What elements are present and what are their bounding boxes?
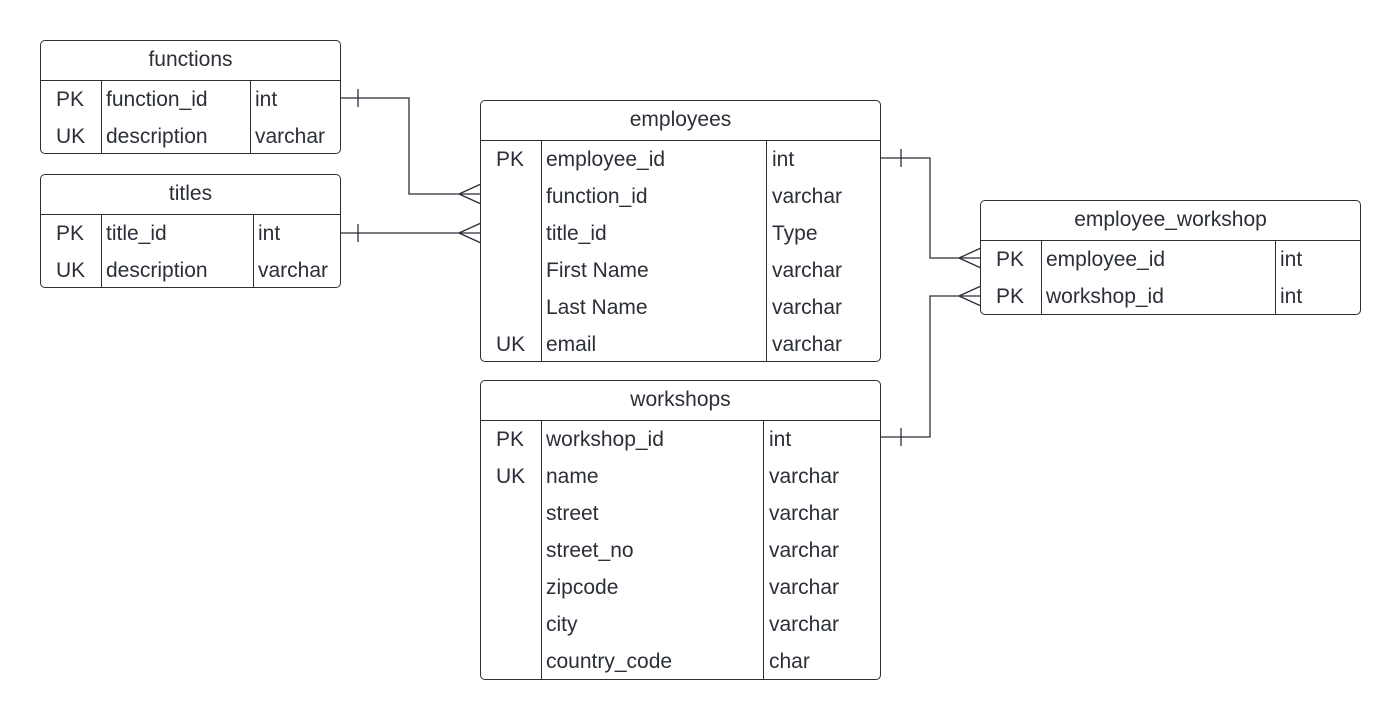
entity-titles[interactable]: titles PK title_id int UK description va…	[40, 174, 341, 288]
employees-row: Last Name varchar	[481, 289, 880, 326]
entity-functions-body: PK function_id int UK description varcha…	[41, 81, 340, 153]
field-name: function_id	[106, 88, 208, 111]
field-type: varchar	[769, 539, 840, 562]
workshops-row: street varchar	[481, 495, 880, 532]
key-badge: UK	[496, 333, 526, 356]
key-badge: UK	[496, 465, 526, 488]
entity-employee-workshop-title: employee_workshop	[981, 201, 1360, 241]
field-type: varchar	[258, 259, 329, 282]
employee-workshop-row: PK employee_id int	[981, 241, 1360, 278]
field-name: employee_id	[546, 148, 666, 171]
field-type: varchar	[255, 125, 326, 148]
field-type: varchar	[772, 185, 843, 208]
field-name: city	[546, 613, 578, 636]
field-name: country_code	[546, 650, 673, 673]
field-name: title_id	[106, 222, 167, 245]
key-badge: UK	[56, 259, 86, 282]
titles-row: PK title_id int	[41, 215, 340, 252]
relationship-workshops-employee-workshop	[880, 285, 982, 446]
entity-employees-title: employees	[481, 101, 880, 141]
field-type: int	[772, 148, 795, 171]
field-name: description	[106, 259, 208, 282]
entity-titles-title: titles	[41, 175, 340, 215]
workshops-row: street_no varchar	[481, 532, 880, 569]
field-type: int	[255, 88, 278, 111]
field-name: street	[546, 502, 599, 525]
entity-employee-workshop[interactable]: employee_workshop PK employee_id int PK …	[980, 200, 1361, 315]
field-type: varchar	[769, 502, 840, 525]
key-badge: PK	[496, 148, 525, 171]
key-badge: PK	[996, 248, 1025, 271]
field-name: Last Name	[546, 296, 648, 319]
field-type: Type	[772, 222, 818, 245]
employee-workshop-row: PK workshop_id int	[981, 278, 1360, 314]
field-name: workshop_id	[546, 428, 664, 451]
workshops-row: PK workshop_id int	[481, 421, 880, 458]
entity-functions[interactable]: functions PK function_id int UK descript…	[40, 40, 341, 154]
field-type: varchar	[772, 296, 843, 319]
relationship-employees-employee-workshop	[880, 149, 982, 269]
workshops-row: UK name varchar	[481, 458, 880, 495]
field-name: First Name	[546, 259, 649, 282]
field-name: email	[546, 333, 597, 356]
entity-employees-body: PK employee_id int function_id varchar t…	[481, 141, 880, 361]
field-type: varchar	[772, 333, 843, 356]
field-type: int	[1280, 248, 1303, 271]
field-type: char	[769, 650, 810, 673]
field-type: int	[769, 428, 792, 451]
key-badge: PK	[56, 88, 85, 111]
field-name: description	[106, 125, 208, 148]
functions-row: PK function_id int	[41, 81, 340, 118]
employees-row: function_id varchar	[481, 178, 880, 215]
field-name: workshop_id	[1046, 285, 1164, 308]
workshops-row: country_code char	[481, 643, 880, 679]
employees-row: First Name varchar	[481, 252, 880, 289]
entity-functions-title: functions	[41, 41, 340, 81]
key-badge: PK	[56, 222, 85, 245]
field-type: varchar	[769, 613, 840, 636]
key-badge: PK	[496, 428, 525, 451]
entity-workshops-body: PK workshop_id int UK name varchar stree…	[481, 421, 880, 679]
functions-row: UK description varchar	[41, 118, 340, 153]
field-name: employee_id	[1046, 248, 1166, 271]
entity-employees[interactable]: employees PK employee_id int function_id…	[480, 100, 881, 362]
employees-row: PK employee_id int	[481, 141, 880, 178]
employees-row: UK email varchar	[481, 326, 880, 361]
field-type: varchar	[769, 465, 840, 488]
field-name: street_no	[546, 539, 634, 562]
entity-employee-workshop-body: PK employee_id int PK workshop_id int	[981, 241, 1360, 314]
field-name: name	[546, 465, 599, 488]
titles-row: UK description varchar	[41, 252, 340, 287]
relationship-functions-employees	[341, 89, 482, 205]
field-type: int	[258, 222, 281, 245]
entity-workshops[interactable]: workshops PK workshop_id int UK name var…	[480, 380, 881, 680]
employees-row: title_id Type	[481, 215, 880, 252]
field-name: title_id	[546, 222, 607, 245]
relationship-titles-employees	[341, 222, 482, 244]
field-type: varchar	[772, 259, 843, 282]
field-type: varchar	[769, 576, 840, 599]
field-type: int	[1280, 285, 1303, 308]
field-name: zipcode	[546, 576, 619, 599]
key-badge: PK	[996, 285, 1025, 308]
key-badge: UK	[56, 125, 86, 148]
workshops-row: zipcode varchar	[481, 569, 880, 606]
entity-titles-body: PK title_id int UK description varchar	[41, 215, 340, 287]
field-name: function_id	[546, 185, 648, 208]
workshops-row: city varchar	[481, 606, 880, 643]
entity-workshops-title: workshops	[481, 381, 880, 421]
